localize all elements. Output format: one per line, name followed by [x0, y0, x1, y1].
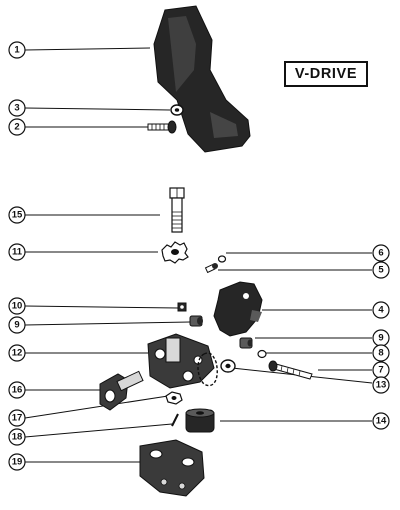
leader-9-left: [24, 321, 191, 326]
part-bolt-15: [169, 187, 185, 233]
part-grommet-14: [185, 408, 215, 433]
callout-17: 17: [8, 409, 26, 427]
leader-3: [24, 107, 171, 111]
callout-12: 12: [8, 344, 26, 362]
callout-7-label: 7: [378, 365, 383, 376]
callout-11-label: 11: [12, 247, 23, 258]
leader-lines: [24, 47, 373, 463]
part-bushing-9-left: [189, 315, 203, 327]
callouts: 1 3 2 15 11 6 5 10 4 9 9 8 12 7 16 13 17…: [8, 41, 390, 471]
part-screw-7: [268, 360, 313, 380]
callout-14: 14: [372, 412, 390, 430]
callout-15: 15: [8, 206, 26, 224]
part-rod-end-16: [99, 370, 144, 411]
part-washer-3: [170, 104, 184, 116]
callout-8: 8: [372, 344, 390, 362]
callout-1-label: 1: [14, 45, 20, 56]
callout-17-label: 17: [12, 413, 23, 424]
part-washer-13: [220, 359, 236, 373]
callout-18: 18: [8, 428, 26, 446]
leader-10: [24, 305, 179, 309]
alignment-outline: [197, 352, 218, 387]
leader-17: [24, 395, 169, 419]
part-mount-bracket-4: [213, 281, 263, 337]
callout-10-label: 10: [12, 301, 23, 312]
title-box: V-DRIVE: [284, 61, 368, 87]
part-pivot-plate-12: [147, 333, 215, 389]
callout-2-label: 2: [14, 122, 19, 133]
part-bracket-1: [153, 5, 251, 153]
callout-14-label: 14: [376, 416, 387, 427]
callout-11: 11: [8, 243, 26, 261]
callout-4-label: 4: [378, 305, 384, 316]
callout-18-label: 18: [12, 432, 23, 443]
callout-5-label: 5: [378, 265, 384, 276]
part-small-screw-5: [204, 263, 218, 274]
callout-2: 2: [8, 118, 26, 136]
callout-10: 10: [8, 297, 26, 315]
part-clamp-block-19: [139, 439, 205, 497]
part-pin-18: [171, 413, 179, 427]
callout-9-left-label: 9: [14, 320, 19, 331]
callout-9-left: 9: [8, 316, 26, 334]
callout-19: 19: [8, 453, 26, 471]
diagram-title: V-DRIVE: [294, 66, 358, 82]
callout-13: 13: [372, 376, 390, 394]
callout-15-label: 15: [12, 210, 23, 221]
callout-9-right-label: 9: [378, 333, 383, 344]
callout-1: 1: [8, 41, 26, 59]
part-washer-8: [257, 349, 267, 359]
part-nut-10: [177, 302, 187, 312]
callout-16-label: 16: [12, 385, 23, 396]
callout-6: 6: [372, 244, 390, 262]
part-small-washer-6: [217, 255, 227, 263]
leader-18: [24, 423, 173, 438]
callout-8-label: 8: [378, 348, 383, 359]
callout-6-label: 6: [378, 248, 383, 259]
part-lock-washer-11: [161, 241, 189, 264]
callout-7: 7: [372, 361, 390, 379]
callout-3-label: 3: [14, 103, 19, 114]
callout-5: 5: [372, 261, 390, 279]
callout-16: 16: [8, 381, 26, 399]
callout-12-label: 12: [12, 348, 23, 359]
leader-1: [24, 47, 151, 51]
callout-13-label: 13: [376, 380, 387, 391]
callout-19-label: 19: [12, 457, 23, 468]
part-screw-2: [147, 120, 177, 134]
callout-3: 3: [8, 99, 26, 117]
callout-9-right: 9: [372, 329, 390, 347]
part-nut-17: [165, 391, 183, 405]
part-spacer-9-right: [239, 337, 253, 349]
callout-4: 4: [372, 301, 390, 319]
